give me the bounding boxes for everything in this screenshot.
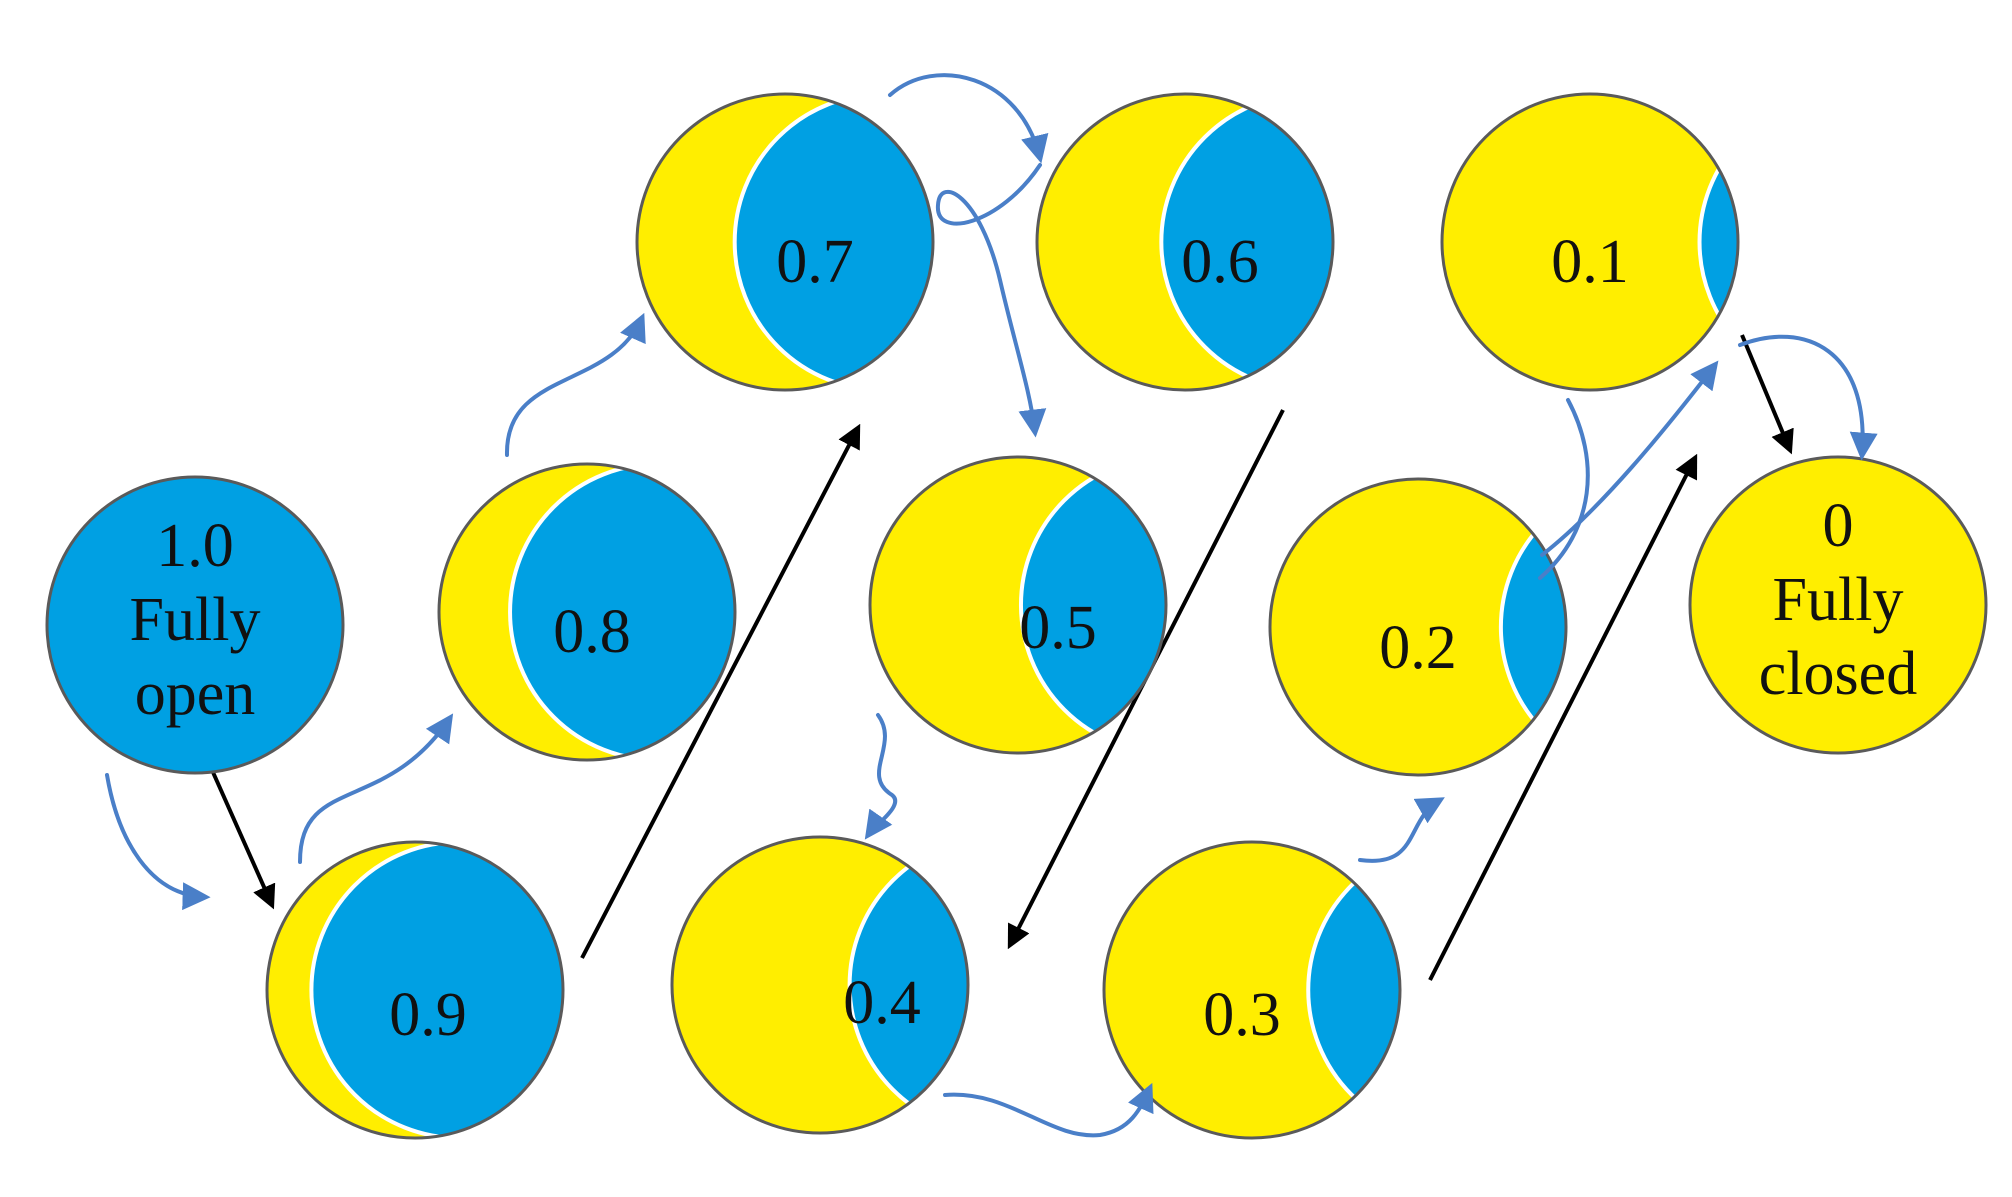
valve-state-s01: 0.1 <box>1440 92 1740 392</box>
valve-label-line: 0.7 <box>776 228 854 296</box>
valve-outline <box>868 455 1168 755</box>
valve-outline <box>1102 840 1402 1140</box>
valve-outline <box>635 92 935 392</box>
valve-body <box>1690 457 1986 753</box>
valve-label-line: closed <box>1759 640 1917 708</box>
flow-arrow-09-to-08 <box>298 713 454 864</box>
open-region <box>732 94 933 390</box>
flow-arrow-open-to-09 <box>105 773 211 911</box>
valve-state-s09: 0.9 <box>265 840 565 1140</box>
open-region <box>1159 94 1333 390</box>
valve-label: 0.3 <box>1203 981 1281 1049</box>
valve-label-line: Fully <box>1773 566 1904 634</box>
valve-label-line: 0.5 <box>1019 594 1097 662</box>
valve-state-s06: 0.6 <box>1035 92 1335 392</box>
flow-arrows <box>105 73 1878 1138</box>
flow-arrow-05-to-04 <box>864 713 898 840</box>
flow-arrow-02-to-01 <box>1540 360 1719 557</box>
open-region <box>1498 479 1566 775</box>
valve-label-line: 1.0 <box>156 512 234 580</box>
valve-state-s02: 0.2 <box>1268 477 1568 777</box>
valve-outline <box>45 475 345 775</box>
valve-label: 0.9 <box>389 981 467 1049</box>
open-region <box>1018 457 1166 753</box>
flow-arrow-08-to-07 <box>504 312 646 457</box>
jump-arrow-open-to-09 <box>210 769 276 910</box>
flow-arrow-07-to-05 <box>935 163 1047 438</box>
valve-label: 0.2 <box>1379 614 1457 682</box>
valve-label: 0.1 <box>1551 228 1629 296</box>
open-region <box>309 842 563 1138</box>
valve-body <box>47 477 343 773</box>
valve-label: 0.6 <box>1181 228 1259 296</box>
flow-arrow-04-to-03 <box>943 1082 1154 1138</box>
jump-arrow-01-to-closed <box>1740 334 1794 455</box>
valve-label-line: Fully <box>130 586 261 654</box>
valve-label-line: 0.3 <box>1203 981 1281 1049</box>
flow-arrow-01-to-02 <box>1538 398 1590 580</box>
valve-label-line: 0 <box>1823 492 1854 560</box>
jump-arrow-09-to-07 <box>580 423 861 959</box>
valve-label: 0.4 <box>843 969 921 1037</box>
flow-arrow-03-to-02 <box>1358 797 1445 863</box>
valve-body <box>1442 94 1738 390</box>
valve-state-s04: 0.4 <box>670 835 970 1135</box>
valve-outline <box>1688 455 1988 755</box>
valve-label-line: 0.8 <box>553 598 631 666</box>
open-region <box>1306 842 1400 1138</box>
valve-outline <box>265 840 565 1140</box>
flow-arrow-01-to-closed <box>1738 334 1878 461</box>
jump-arrow-03-to-01 <box>1428 453 1698 981</box>
valve-outline <box>1268 477 1568 777</box>
open-region <box>847 837 968 1133</box>
valve-state-s05: 0.5 <box>868 455 1168 755</box>
valve-state-s07: 0.7 <box>635 92 935 392</box>
valve-label: 0.5 <box>1019 594 1097 662</box>
valve-outline <box>1035 92 1335 392</box>
valve-state-s08: 0.8 <box>437 462 737 762</box>
valve-label-line: 0.6 <box>1181 228 1259 296</box>
valve-label-line: open <box>135 660 256 728</box>
valve-body <box>1270 479 1566 775</box>
valve-outline <box>670 835 970 1135</box>
valve-outline <box>437 462 737 762</box>
valve-label-line: 0.1 <box>1551 228 1629 296</box>
valve-outline <box>1440 92 1740 392</box>
valve-label-line: 0.2 <box>1379 614 1457 682</box>
valve-label-line: 0.4 <box>843 969 921 1037</box>
flow-arrow-07-to-06 <box>888 73 1049 164</box>
valve-state-s03: 0.3 <box>1102 840 1402 1140</box>
valve-label-line: 0.9 <box>389 981 467 1049</box>
valve-label: 0.7 <box>776 228 854 296</box>
valve-label: 0.8 <box>553 598 631 666</box>
open-region <box>1697 94 1738 390</box>
